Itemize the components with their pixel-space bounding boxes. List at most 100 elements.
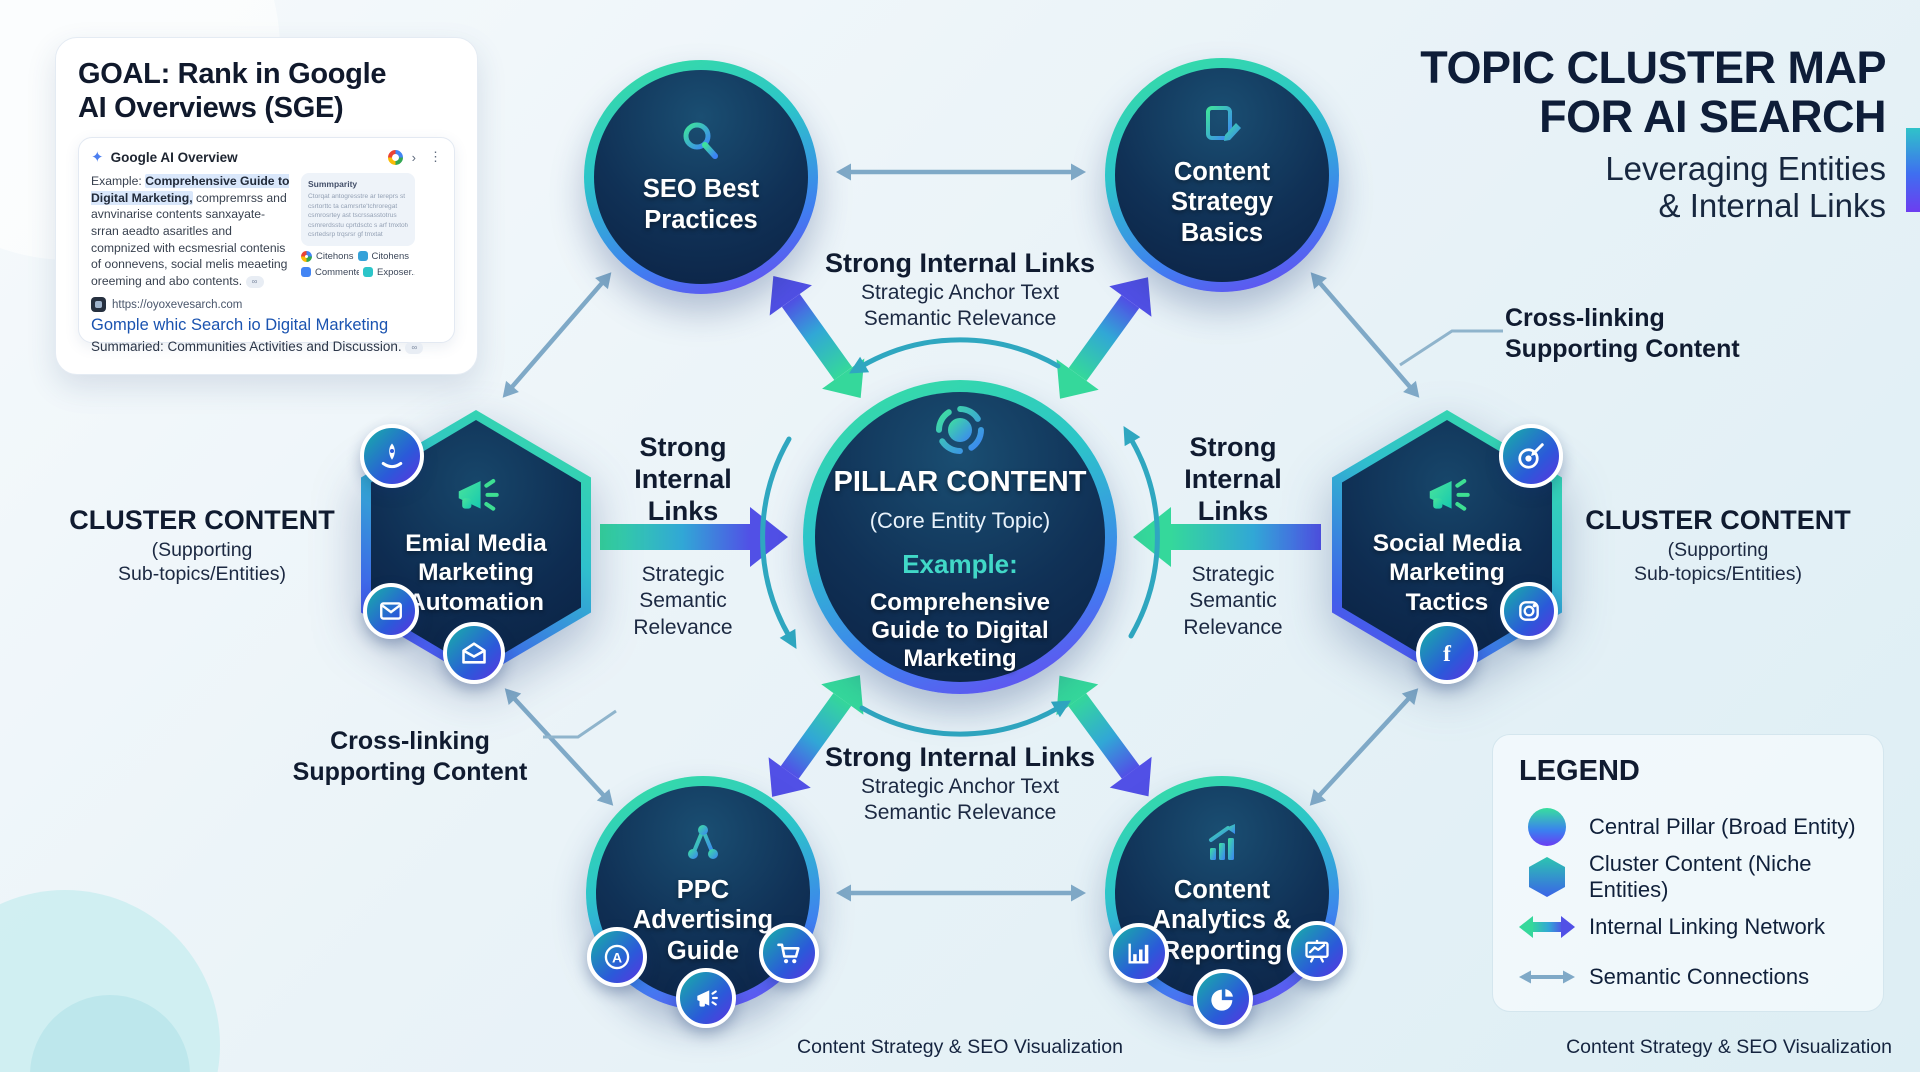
megaphone-icon bbox=[458, 478, 499, 511]
semantic-arrow-seo-email bbox=[502, 272, 612, 398]
legend-row: Internal Linking Network bbox=[1519, 902, 1857, 952]
bar-chart-icon bbox=[1109, 923, 1169, 983]
semantic-relevance: Semantic Relevance bbox=[863, 801, 1057, 825]
hub-example-label: Example: bbox=[902, 549, 1018, 580]
strategic-semantic-relevance: Strategic Semantic Relevance bbox=[1183, 563, 1283, 639]
node-label: PPC Advertising Guide bbox=[632, 875, 774, 965]
citation-label[interactable]: Citohens bbox=[371, 250, 410, 262]
node-label: Content Analytics & Reporting bbox=[1152, 875, 1292, 965]
citation-label[interactable]: Citehons bbox=[316, 250, 354, 262]
summary-line: csrtedsrp trqsrsr gf tmxtat bbox=[308, 231, 383, 239]
edge-accent-bar bbox=[1906, 128, 1920, 212]
node-label: Content Strategy Basics bbox=[1170, 157, 1274, 247]
app-store-icon: A bbox=[587, 927, 647, 987]
email-open-icon bbox=[443, 622, 505, 684]
result-url[interactable]: https://oyoxevesarch.com bbox=[112, 298, 243, 311]
hub-subtitle: (Core Entity Topic) bbox=[869, 508, 1051, 534]
semantic-arrow-ppc-analytics bbox=[836, 884, 1086, 902]
body-prefix: Example: bbox=[91, 174, 146, 189]
cluster-hexagon-marker bbox=[1529, 857, 1565, 897]
email-icon bbox=[363, 583, 419, 639]
chevron-icon[interactable]: › bbox=[411, 149, 416, 165]
bar-chart-growth-icon bbox=[1209, 823, 1235, 860]
result-favicon bbox=[91, 297, 106, 313]
legend-row: Central Pillar (Broad Entity) bbox=[1519, 802, 1857, 852]
legend-title: LEGEND bbox=[1519, 755, 1640, 787]
goal-title: GOAL: Rank in Google AI Overviews (SGE) bbox=[78, 58, 387, 124]
node-label: SEO Best Practices bbox=[642, 174, 760, 234]
legend-label: Cluster Content (Niche Entities) bbox=[1589, 851, 1812, 902]
crosslink-connector-top bbox=[1399, 329, 1503, 367]
semantic-arrow-content-strategy-social bbox=[1310, 272, 1420, 398]
result-summary-text: Summaried: Communities Activities and Di… bbox=[91, 339, 402, 355]
links-label-bottom: Strong Internal Links Strategic Anchor T… bbox=[810, 742, 1110, 827]
shopping-cart-icon bbox=[759, 923, 819, 983]
google-logo-icon bbox=[387, 149, 403, 165]
instagram-icon bbox=[1500, 582, 1558, 640]
semantic-arrow-seo-content-strategy bbox=[836, 163, 1086, 181]
legend-label: Internal Linking Network bbox=[1589, 914, 1826, 939]
strong-internal-links: Strong Internal Links bbox=[824, 742, 1096, 772]
result-title-link[interactable]: Gomple whic Search io Digital Marketing bbox=[91, 316, 389, 335]
semantic-arrow-marker bbox=[1519, 970, 1575, 984]
page-subtitle: Leveraging Entities & Internal Links bbox=[1605, 150, 1886, 225]
node-label: Emial Media Marketing Automation bbox=[405, 529, 547, 616]
ai-overview-body: Example: Comprehensive Guide to Digital … bbox=[91, 173, 291, 289]
node-content-strategy-basics: Content Strategy Basics bbox=[1105, 58, 1339, 292]
link-icon[interactable]: ∞ bbox=[245, 275, 264, 288]
footer-caption-center: Content Strategy & SEO Visualization bbox=[797, 1036, 1123, 1058]
legend-label: Semantic Connections bbox=[1589, 964, 1810, 989]
summary-card-title: Summparity bbox=[308, 179, 358, 190]
presentation-chart-icon bbox=[1287, 921, 1347, 981]
summary-line: csmrosrtey ast tscrssasstotrus bbox=[308, 212, 397, 220]
links-label-left-sub: Strategic Semantic Relevance bbox=[593, 562, 773, 641]
strategic-anchor-text: Strategic Anchor Text bbox=[860, 774, 1060, 798]
citation-label[interactable]: Commentes t... bbox=[315, 266, 359, 278]
citation-label[interactable]: Exposer... bbox=[377, 266, 415, 278]
megaphone-icon bbox=[676, 968, 736, 1028]
citation-icon bbox=[363, 267, 373, 278]
page-title: TOPIC CLUSTER MAP FOR AI SEARCH bbox=[1420, 42, 1886, 142]
internal-link-arrow-marker bbox=[1519, 916, 1575, 938]
cluster-content-title: CLUSTER CONTENT bbox=[69, 505, 335, 535]
svg-text:f: f bbox=[1443, 641, 1451, 667]
strategic-anchor-text: Strategic Anchor Text bbox=[860, 280, 1060, 304]
strategic-semantic-relevance: Strategic Semantic Relevance bbox=[633, 563, 733, 639]
pillar-content-hub: PILLAR CONTENT (Core Entity Topic) Examp… bbox=[803, 380, 1117, 694]
node-seo-best-practices: SEO Best Practices bbox=[584, 60, 818, 294]
hub-example-text: Comprehensive Guide to Digital Marketing bbox=[869, 589, 1051, 672]
body-rest: compremrss and avnvinarise contents sanx… bbox=[91, 190, 288, 288]
links-label-right-strong: Strong Internal Links bbox=[1143, 432, 1323, 528]
legend-label: Central Pillar (Broad Entity) bbox=[1589, 814, 1856, 839]
ai-overview-brand: Google AI Overview bbox=[110, 149, 238, 165]
legend-card: LEGEND Central Pillar (Broad Entity) Clu… bbox=[1492, 734, 1884, 1012]
links-label-top: Strong Internal Links Strategic Anchor T… bbox=[810, 248, 1110, 333]
orbit-arrow-top bbox=[859, 337, 1061, 369]
pillar-circle-marker bbox=[1528, 808, 1566, 846]
target-icon bbox=[1499, 424, 1563, 488]
cluster-content-sub: (Supporting Sub-topics/Entities) bbox=[118, 539, 286, 586]
result-summary: Summaried: Communities Activities and Di… bbox=[91, 339, 442, 354]
summary-card: Summparity Ctorqat antogresstre ar terep… bbox=[301, 173, 415, 246]
facebook-icon: f bbox=[1416, 622, 1478, 684]
summary-line: csmrerdsstu cprtdsctc s arf tmxtotve bbox=[308, 221, 408, 229]
links-label-right-sub: Strategic Semantic Relevance bbox=[1143, 562, 1323, 641]
semantic-arrow-social-analytics bbox=[1309, 688, 1419, 806]
cluster-content-label-left: CLUSTER CONTENT (Supporting Sub-topics/E… bbox=[32, 505, 372, 587]
strong-internal-links: Strong Internal Links bbox=[634, 432, 732, 526]
cluster-content-label-right: CLUSTER CONTENT (Supporting Sub-topics/E… bbox=[1548, 505, 1888, 587]
footer-caption-right: Content Strategy & SEO Visualization bbox=[1566, 1036, 1892, 1058]
orbit-arrow-bottom bbox=[859, 705, 1061, 737]
link-icon[interactable]: ∞ bbox=[405, 341, 424, 354]
cluster-content-sub: (Supporting Sub-topics/Entities) bbox=[1634, 539, 1802, 586]
kebab-menu-icon[interactable]: ⋮ bbox=[429, 149, 442, 165]
google-logo-icon bbox=[301, 250, 312, 262]
search-icon bbox=[683, 122, 718, 159]
strong-internal-links: Strong Internal Links bbox=[1184, 432, 1282, 526]
page-title-block: TOPIC CLUSTER MAP FOR AI SEARCH Leveragi… bbox=[1420, 42, 1886, 225]
crosslink-connector-bottom bbox=[543, 709, 617, 739]
ad-network-icon bbox=[688, 824, 718, 859]
orbit-target-icon bbox=[936, 406, 984, 455]
strong-internal-links: Strong Internal Links bbox=[824, 248, 1096, 278]
